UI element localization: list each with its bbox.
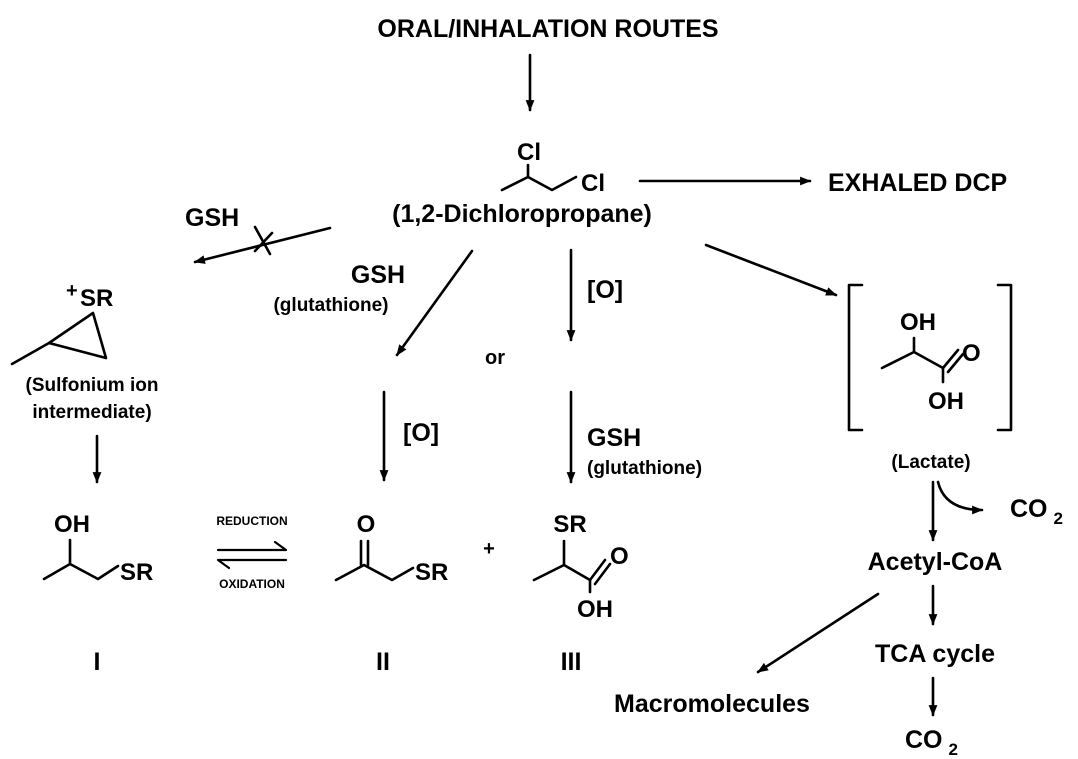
compound-II-structure: O SR: [334, 511, 448, 586]
sulfonium-name-1: (Sulfonium ion: [26, 375, 159, 396]
lactate-atom-oh2: OH: [928, 388, 964, 415]
plus-sign: +: [483, 538, 495, 560]
gsh-branch2-note: (glutathione): [273, 295, 388, 316]
gsh-branch3-label: GSH: [587, 424, 641, 452]
compound-II-label: II: [376, 648, 390, 676]
equilibrium-back-arrow: [216, 558, 288, 570]
compound-I-label: I: [94, 648, 101, 676]
tca-cycle: TCA cycle: [875, 640, 995, 668]
compound-I-structure: OH SR: [42, 511, 153, 586]
equilibrium-reduction: REDUCTION: [216, 514, 287, 528]
dcp-atom-cl1: Cl: [517, 139, 541, 166]
route-title: ORAL/INHALATION ROUTES: [377, 15, 718, 43]
lactate-structure: OH O OH: [847, 283, 1013, 432]
arrow-co2-release: [936, 480, 984, 515]
or-label: or: [485, 347, 505, 369]
sulfonium-name-2: intermediate): [32, 402, 151, 423]
arrow-dcp-to-lactate: [704, 243, 838, 297]
compound-III-atom-o: O: [610, 543, 629, 570]
branch2-oxidation-label: [O]: [403, 419, 439, 447]
macromolecules: Macromolecules: [614, 690, 810, 718]
block-mark: [253, 225, 272, 256]
compound-II-atom-sr: SR: [415, 559, 448, 586]
lactate-right-bracket: [996, 283, 1013, 432]
arrow-dcp-to-branch2: [395, 249, 474, 357]
compound-I-atom-oh: OH: [54, 511, 90, 538]
dichloropropane-structure: Cl Cl: [500, 139, 605, 197]
gsh-branch2-label: GSH: [351, 261, 405, 289]
exhaled-label: EXHALED DCP: [828, 169, 1007, 197]
acetyl-coa: Acetyl-CoA: [868, 548, 1003, 576]
lactate-atom-o: O: [962, 340, 981, 367]
lactate-left-bracket: [847, 283, 864, 432]
arrow-blocked-gsh: [193, 226, 332, 264]
sulfonium-structure: + SR: [10, 280, 113, 366]
compound-I-atom-sr: SR: [120, 559, 153, 586]
lactate-atom-oh: OH: [900, 309, 936, 336]
compound-III-label: III: [561, 648, 582, 676]
dcp-name: (1,2-Dichloropropane): [392, 200, 652, 228]
gsh-left-label: GSH: [185, 204, 239, 232]
lactate-name: (Lactate): [891, 452, 970, 473]
compound-III-atom-sr: SR: [553, 511, 586, 538]
branch3-oxidation-label: [O]: [587, 276, 623, 304]
compound-III-atom-oh: OH: [577, 596, 613, 623]
equilibrium-oxidation: OXIDATION: [219, 577, 285, 591]
sulfonium-bonds: [10, 311, 108, 366]
sulfonium-charge: +: [66, 280, 78, 302]
dcp-atom-cl2: Cl: [581, 170, 605, 197]
sulfonium-atom-sr: SR: [80, 285, 113, 312]
dcp-bonds: [500, 175, 578, 192]
compound-III-structure: SR O OH: [532, 511, 629, 623]
gsh-branch3-note: (glutathione): [587, 458, 702, 479]
arrow-acetyl-to-macro: [756, 592, 880, 674]
compound-II-atom-o: O: [357, 511, 376, 538]
equilibrium-forward-arrow: [216, 540, 288, 552]
